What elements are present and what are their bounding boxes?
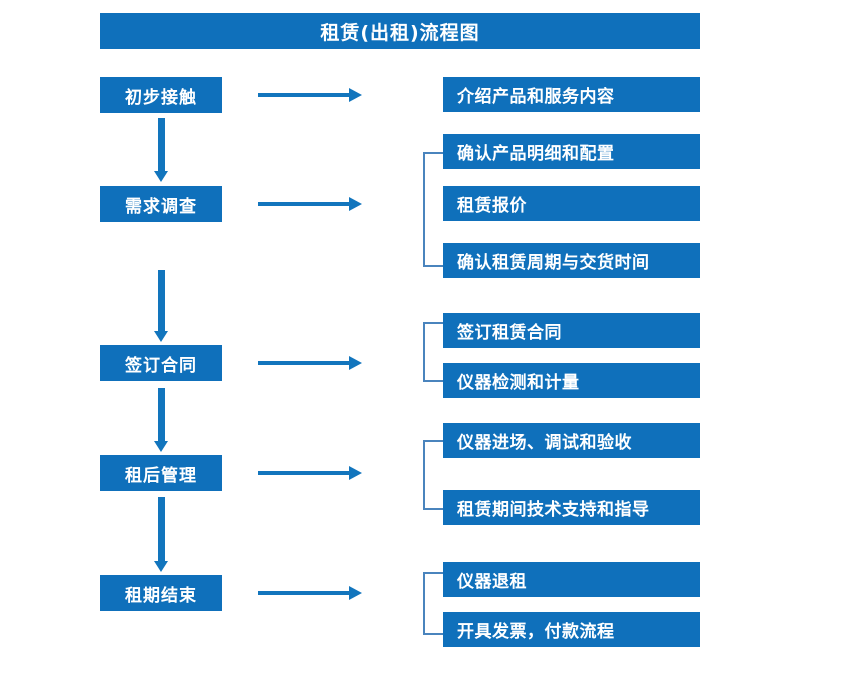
arrow-shaft [258, 361, 350, 365]
arrow-head-right-icon [349, 466, 362, 480]
arrow-head-down-icon [154, 561, 168, 572]
arrow-head-down-icon [154, 171, 168, 182]
arrow-head-right-icon [349, 197, 362, 211]
detail-box-confirm-term-delivery[interactable]: 确认租赁周期与交货时间 [443, 243, 700, 278]
stage-box-initial-contact[interactable]: 初步接触 [100, 77, 222, 113]
arrow-head-right-icon [349, 88, 362, 102]
arrow-shaft [158, 270, 165, 331]
arrow-shaft [258, 471, 350, 475]
detail-box-rental-quotation[interactable]: 租赁报价 [443, 186, 700, 221]
arrow-shaft [158, 388, 165, 441]
stage-box-lease-end[interactable]: 租期结束 [100, 575, 222, 611]
detail-box-invoice-payment[interactable]: 开具发票，付款流程 [443, 612, 700, 647]
detail-box-delivery-commission[interactable]: 仪器进场、调试和验收 [443, 423, 700, 458]
stage-box-needs-survey[interactable]: 需求调查 [100, 186, 222, 222]
arrow-head-right-icon [349, 586, 362, 600]
group-bracket-post-rental-mgmt [423, 440, 443, 510]
stage-box-sign-contract[interactable]: 签订合同 [100, 345, 222, 381]
group-bracket-needs-survey [423, 152, 443, 267]
horizontal-arrow-2 [258, 197, 362, 211]
vertical-arrow-4 [154, 497, 168, 572]
horizontal-arrow-1 [258, 88, 362, 102]
vertical-arrow-3 [154, 388, 168, 452]
horizontal-arrow-5 [258, 586, 362, 600]
arrow-shaft [158, 497, 165, 561]
arrow-head-down-icon [154, 441, 168, 452]
detail-box-confirm-spec-config[interactable]: 确认产品明细和配置 [443, 134, 700, 169]
detail-box-introduce-products[interactable]: 介绍产品和服务内容 [443, 77, 700, 112]
horizontal-arrow-4 [258, 466, 362, 480]
group-bracket-sign-contract [423, 322, 443, 382]
horizontal-arrow-3 [258, 356, 362, 370]
arrow-head-right-icon [349, 356, 362, 370]
group-bracket-lease-end [423, 572, 443, 635]
arrow-shaft [258, 93, 350, 97]
arrow-shaft [158, 118, 165, 171]
stage-box-post-rental-mgmt[interactable]: 租后管理 [100, 455, 222, 491]
detail-box-instrument-return[interactable]: 仪器退租 [443, 562, 700, 597]
detail-box-instrument-testing[interactable]: 仪器检测和计量 [443, 363, 700, 398]
vertical-arrow-1 [154, 118, 168, 182]
detail-box-technical-support[interactable]: 租赁期间技术支持和指导 [443, 490, 700, 525]
page-title: 租赁(出租)流程图 [100, 13, 700, 49]
arrow-shaft [258, 202, 350, 206]
vertical-arrow-2 [154, 270, 168, 342]
arrow-shaft [258, 591, 350, 595]
arrow-head-down-icon [154, 331, 168, 342]
detail-box-sign-rental-contract[interactable]: 签订租赁合同 [443, 313, 700, 348]
